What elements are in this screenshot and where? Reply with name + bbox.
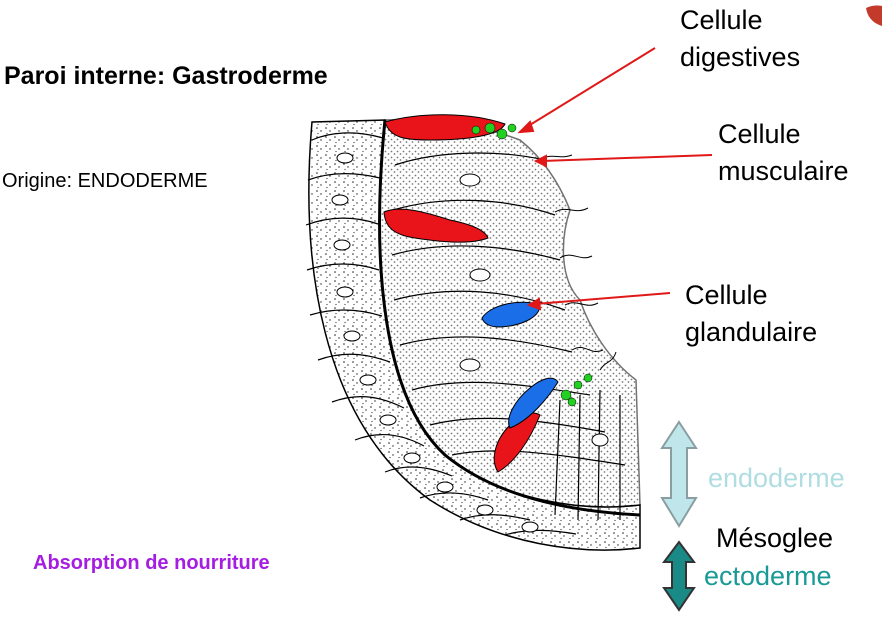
label-line: Cellule [680, 5, 763, 35]
mesoglea-line [378, 119, 641, 517]
label-line: Cellule [685, 280, 768, 310]
origin-text: Origine: ENDODERME [2, 170, 208, 192]
label-mesoglee: Mésoglee [716, 523, 834, 553]
pointer-musculaire-head [533, 154, 547, 168]
ectoderme-arrow [662, 540, 696, 612]
flagella [539, 154, 617, 371]
slide-title: Paroi interne: Gastroderme [4, 62, 328, 90]
absorption-caption: Absorption de nourriture [33, 552, 270, 574]
granule [573, 380, 583, 390]
logo-fragment [866, 5, 882, 26]
granule [560, 389, 572, 401]
pointer-glandulaire-head [526, 297, 542, 311]
green-granules [471, 122, 593, 407]
label-line: glandulaire [685, 317, 818, 347]
label-line: musculaire [718, 156, 849, 186]
label-cellule-glandulaire: Cellule glandulaire [685, 277, 817, 351]
tissue-wall [305, 118, 641, 551]
granule [583, 373, 593, 383]
digestive-cell [383, 208, 489, 243]
granule [496, 128, 508, 140]
pointer-glandulaire [534, 292, 671, 305]
pointer-digestive-head [517, 120, 535, 134]
pointer-musculaire [541, 154, 713, 162]
glandular-cell [508, 377, 559, 429]
label-cellule-musculaire: Cellule musculaire [718, 116, 849, 190]
glandular-cells [481, 301, 559, 429]
granule [484, 122, 496, 134]
nuclei [331, 152, 609, 533]
pointer-digestive [524, 47, 656, 129]
pointer-lines [517, 47, 713, 311]
granule [471, 125, 481, 135]
label-line: digestives [680, 42, 801, 72]
label-ectoderme: ectoderme [704, 561, 832, 591]
label-cellule-digestives: Cellule digestives [680, 2, 800, 76]
granule [567, 397, 577, 407]
label-endoderme: endoderme [708, 463, 845, 493]
glandular-cell [481, 301, 541, 328]
label-line: Cellule [718, 119, 801, 149]
endoderme-arrow [660, 420, 698, 528]
granule [507, 123, 517, 133]
